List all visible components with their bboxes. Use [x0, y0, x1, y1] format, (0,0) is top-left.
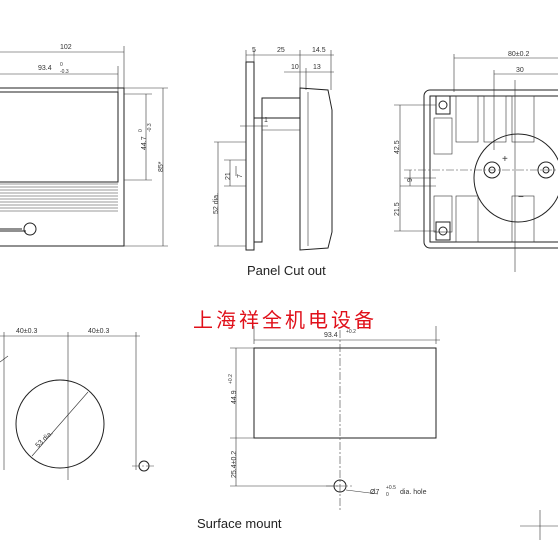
dim-surface-width-tol: +0.2 — [346, 329, 356, 335]
surface-body — [253, 347, 437, 439]
dim-hole-tol-up: +0.5 — [386, 485, 396, 491]
dim-inner-width-tol-down: -0.3 — [60, 69, 69, 75]
dim-21-5: 21.5 — [394, 202, 401, 216]
caption-surface-mount: Surface mount — [197, 516, 282, 531]
dim-9: 9 — [407, 178, 414, 182]
side-terminal-block — [261, 97, 301, 119]
dim-inner-height-tol-down: -0.3 — [147, 123, 153, 132]
dim-surface-height: 44.9 — [231, 390, 238, 404]
dim-cutout-left: 40±0.3 — [16, 328, 37, 335]
watermark-text: 上海祥全机电设备 — [193, 308, 377, 332]
front-view: 102 93.4 0 -0.3 44.7 0 — [0, 44, 168, 247]
dim-dia-52: 52 dia. — [213, 193, 220, 214]
dim-inner-height-tol-up: 0 — [138, 129, 144, 132]
mounting-stud-bottom — [435, 221, 451, 241]
dim-21: 21 — [225, 172, 232, 180]
svg-text:−: − — [518, 192, 524, 203]
meter-window — [0, 91, 119, 183]
dim-1: 1 — [264, 117, 268, 124]
dim-height: 85* — [158, 161, 165, 172]
dim-inner-height: 44.7 — [141, 136, 148, 150]
terminal-disk — [473, 133, 558, 223]
dim-42-5: 42.5 — [394, 140, 401, 154]
dim-surface-height-tol: +0.2 — [228, 374, 234, 384]
back-case-outline — [423, 89, 558, 249]
dim-hole-label: dia. hole — [400, 489, 427, 496]
dim-25: 25 — [277, 47, 285, 54]
side-back-cover — [299, 87, 333, 251]
cutout-hole — [15, 379, 105, 469]
dim-30: 30 — [516, 67, 524, 74]
dim-hole-dia: 53 dia. — [35, 430, 55, 450]
dim-13: 13 — [313, 64, 321, 71]
dim-surface-width: 93.4 — [324, 332, 338, 339]
dim-cutout-right: 40±0.3 — [88, 328, 109, 335]
mounting-stud-top — [435, 95, 451, 115]
dim-inner-width: 93.4 — [38, 65, 52, 72]
dim-14-5: 14.5 — [312, 47, 326, 54]
svg-text:+: + — [502, 154, 508, 165]
surface-view: 93.4 +0.2 44.9 +0.2 25.4±0.2 Ø7 +0.5 0 d… — [228, 326, 558, 540]
side-view: 5 25 14.5 10 13 52 dia. 21 7 1 — [213, 47, 334, 251]
dim-hole-tol-down: 0 — [386, 492, 389, 498]
dim-hole: Ø7 — [370, 489, 379, 496]
caption-panel-cut-out: Panel Cut out — [247, 263, 326, 278]
dim-back-width: 80±0.2 — [508, 51, 529, 58]
zero-adjust-screw — [23, 222, 37, 236]
meter-ribs — [0, 183, 118, 212]
dim-inner-width-tol-up: 0 — [60, 62, 63, 68]
dim-width: 102 — [60, 44, 72, 51]
dim-7: 7 — [237, 174, 244, 178]
meter-face-outline — [0, 87, 125, 247]
dim-10: 10 — [291, 64, 299, 71]
side-flange — [245, 61, 255, 251]
cutout-view: 40±0.3 40±0.3 53 dia. — [0, 328, 156, 480]
side-case — [253, 117, 263, 243]
dim-5: 5 — [252, 47, 256, 54]
dim-surface-offset: 25.4±0.2 — [231, 451, 238, 478]
back-view: 80±0.2 30 + − 42.5 9 — [394, 51, 558, 272]
